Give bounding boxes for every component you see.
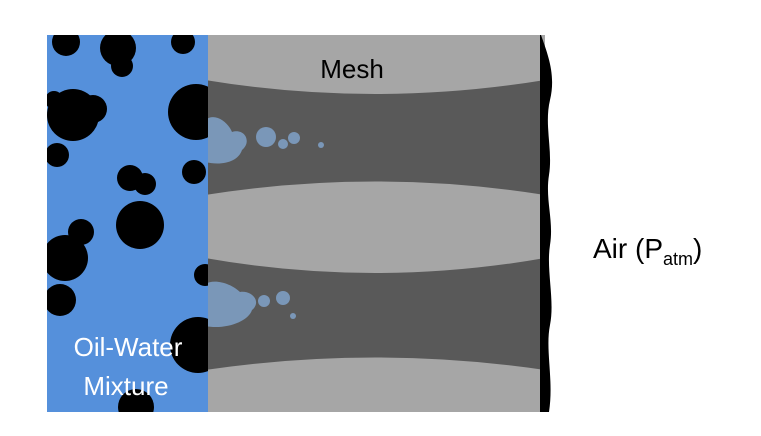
oil-droplet: [134, 173, 156, 195]
water-intrusion-lower: [205, 281, 296, 328]
pore-channel-upper: [205, 80, 545, 195]
water-intrusion-upper: [205, 117, 324, 164]
oil-droplet: [111, 55, 133, 77]
oil-droplet: [171, 35, 195, 54]
oil-droplet: [68, 219, 94, 245]
air-label: Air (Patm): [593, 233, 702, 269]
oil-droplet: [47, 91, 63, 109]
mixture-label-line2: Mixture: [83, 371, 168, 401]
oil-droplet: [47, 284, 76, 316]
oil-droplet: [47, 235, 88, 281]
mesh-label: Mesh: [320, 54, 384, 84]
oil-droplet: [182, 160, 206, 184]
mesh-air-boundary: [540, 35, 553, 412]
oil-droplet: [118, 389, 154, 412]
oil-droplet: [170, 317, 208, 373]
oil-droplet: [168, 84, 208, 140]
air-label-subscript: atm: [663, 249, 693, 269]
oil-droplet: [47, 143, 69, 167]
air-label-close: ): [693, 233, 702, 264]
mixture-label-line1: Oil-Water: [74, 332, 183, 362]
air-label-main: Air (P: [593, 233, 663, 264]
oil-droplet: [52, 35, 80, 56]
pore-channel-lower: [205, 258, 545, 370]
oil-droplets: [47, 35, 208, 412]
oil-droplet: [79, 95, 107, 123]
oil-droplet: [194, 264, 208, 286]
oil-droplet: [116, 201, 164, 249]
